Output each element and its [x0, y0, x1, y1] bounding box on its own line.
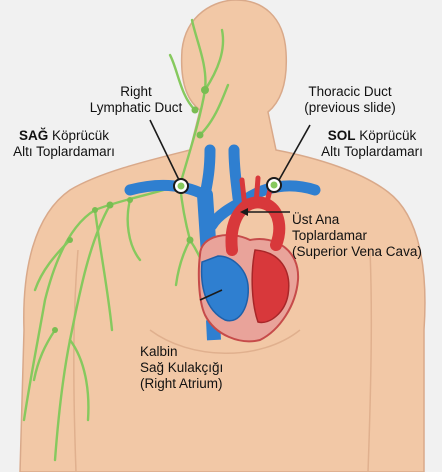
- label-line: (previous slide): [280, 100, 420, 116]
- label-right-lymphatic-duct: Right Lymphatic Duct: [74, 84, 198, 116]
- label-line: SOL Köprücük: [306, 128, 438, 144]
- label-line: Lymphatic Duct: [74, 100, 198, 116]
- label-line: Altı Toplardamarı: [306, 144, 438, 160]
- label-thoracic-duct: Thoracic Duct (previous slide): [280, 84, 420, 116]
- label-bold: SOL: [328, 128, 356, 143]
- label-line: (Superior Vena Cava): [292, 244, 422, 260]
- right-junction-marker: [174, 179, 188, 193]
- label-bold: SAĞ: [19, 128, 48, 143]
- label-line: Thoracic Duct: [280, 84, 420, 100]
- label-line: Altı Toplardamarı: [2, 144, 126, 160]
- label-line: Right: [74, 84, 198, 100]
- label-left-subclavian-vein: SOL Köprücük Altı Toplardamarı: [306, 128, 438, 160]
- label-text: Köprücük: [48, 128, 109, 143]
- label-line: SAĞ Köprücük: [2, 128, 126, 144]
- label-line: Sağ Kulakçığı: [140, 360, 223, 376]
- label-text: Köprücük: [355, 128, 416, 143]
- label-right-atrium: Kalbin Sağ Kulakçığı (Right Atrium): [140, 344, 223, 392]
- label-line: Üst Ana: [292, 212, 422, 228]
- label-right-subclavian-vein: SAĞ Köprücük Altı Toplardamarı: [2, 128, 126, 160]
- label-line: (Right Atrium): [140, 376, 223, 392]
- label-line: Kalbin: [140, 344, 223, 360]
- label-superior-vena-cava: Üst Ana Toplardamar (Superior Vena Cava): [292, 212, 422, 260]
- left-junction-marker: [267, 178, 281, 192]
- label-line: Toplardamar: [292, 228, 422, 244]
